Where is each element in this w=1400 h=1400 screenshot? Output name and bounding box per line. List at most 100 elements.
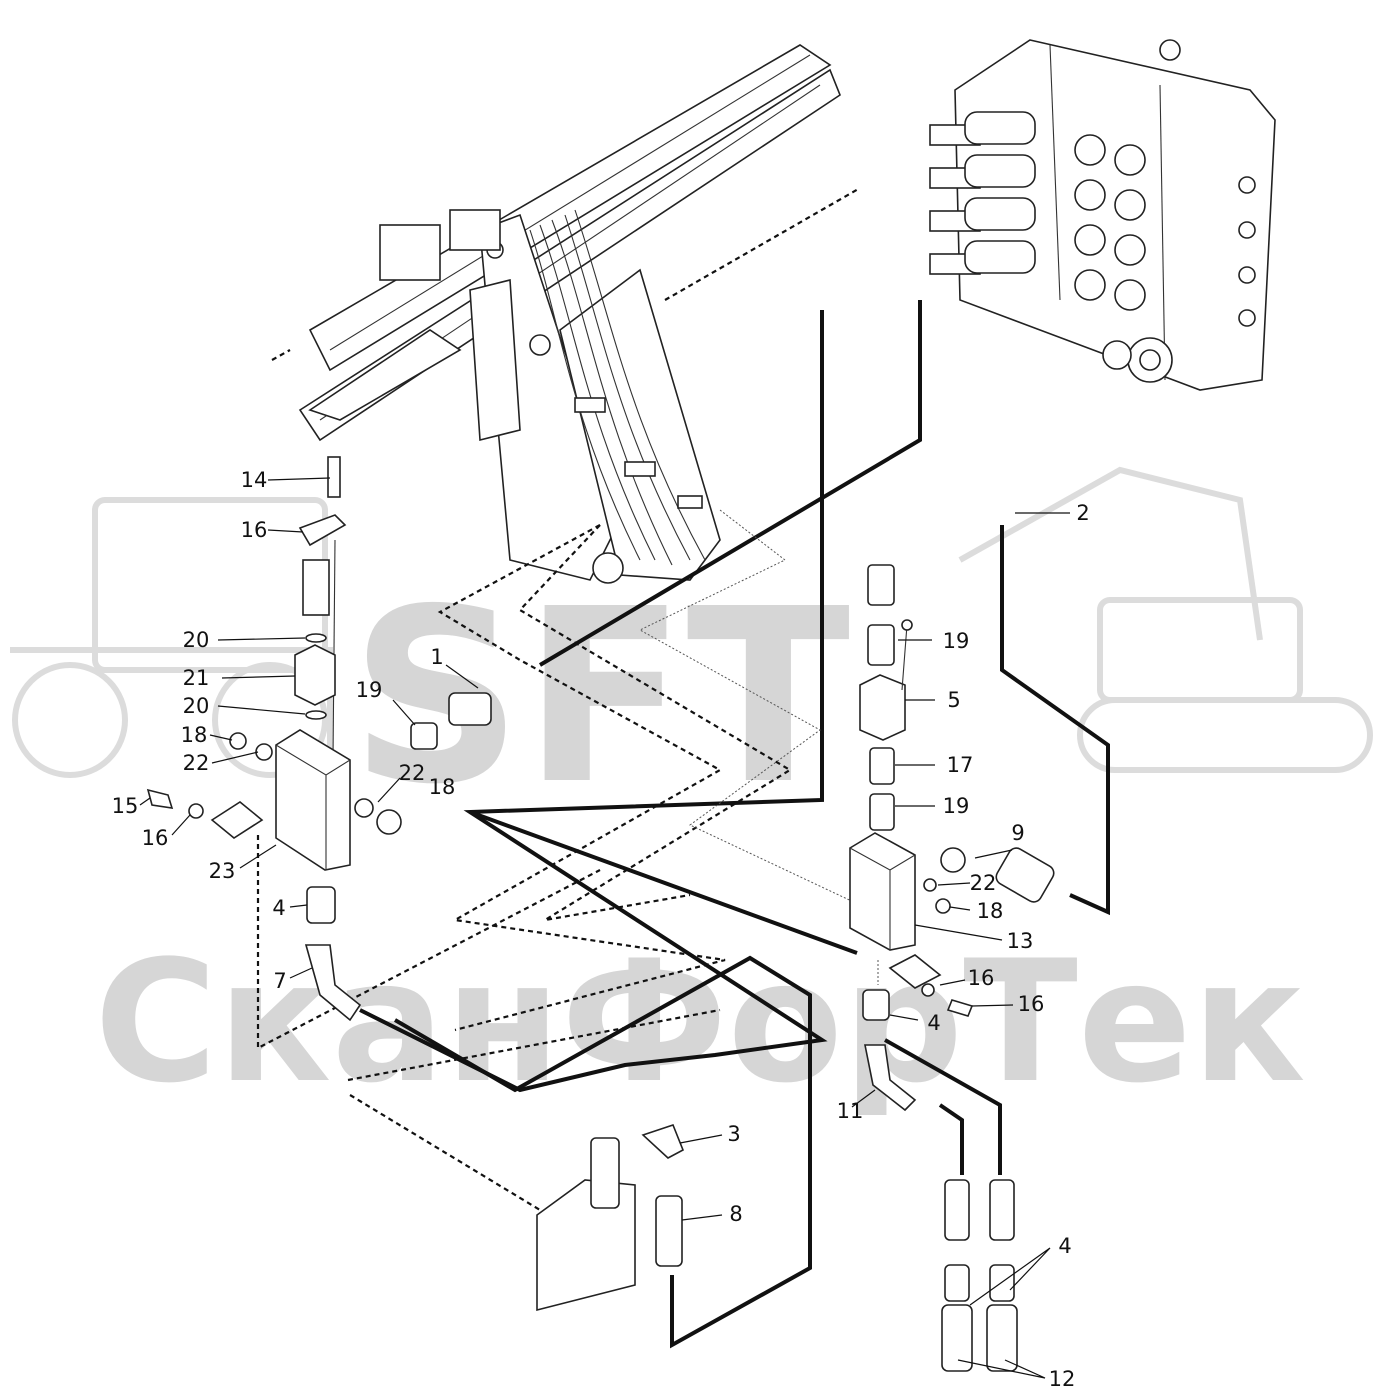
- hose-1: [538, 300, 922, 667]
- washer-22-right-stack: [923, 878, 937, 892]
- callout-18-right: 18: [977, 899, 1004, 923]
- hose-1-pressure-line: [359, 310, 828, 1093]
- callout-18-center: 18: [429, 775, 456, 799]
- hose-2: [1000, 525, 1110, 916]
- callout-22-left: 22: [183, 751, 210, 775]
- callout-4-left: 4: [272, 896, 285, 920]
- callout-8: 8: [729, 1202, 742, 1226]
- hose-11-return: [884, 1038, 1002, 1175]
- callout-13: 13: [1007, 929, 1034, 953]
- hose-11: [938, 1103, 964, 1175]
- callout-16-left: 16: [142, 826, 169, 850]
- left-valve-stack: [146, 456, 492, 1022]
- callout-9: 9: [1011, 821, 1024, 845]
- callout-4-lower: 4: [1058, 1234, 1071, 1258]
- fitting-20-upper: [302, 559, 330, 616]
- adapter-19-top: [867, 624, 895, 666]
- adapter-19-left: [410, 722, 438, 750]
- watermark-excavator-icon: [958, 466, 1373, 773]
- oring-20-lower: [305, 710, 327, 720]
- adapter-9: [940, 847, 966, 873]
- screw-15-left: [146, 788, 174, 809]
- callout-12: 12: [1049, 1367, 1076, 1391]
- adapter-17: [869, 747, 895, 785]
- watermark-tractor-icon: [10, 497, 333, 778]
- washer-22-left: [255, 743, 273, 761]
- hose-9-link: [469, 810, 858, 955]
- adapter-19-middle: [869, 793, 895, 831]
- callout-15-left: 15: [112, 794, 139, 818]
- adapter-4-lower-left: [944, 1264, 970, 1302]
- valve-solenoid-row-2: [929, 154, 1146, 221]
- oring-20-upper: [305, 633, 327, 643]
- bracket-right: [888, 954, 942, 989]
- callout-21: 21: [183, 666, 210, 690]
- callout-20-lower: 20: [183, 694, 210, 718]
- screw-15-right: [946, 999, 974, 1017]
- block-21: [294, 644, 336, 706]
- right-valve-stack: [849, 564, 1055, 1372]
- callout-19-left: 19: [356, 678, 383, 702]
- watermark-company-name: СканФорТек: [94, 924, 1306, 1120]
- plug-18-right: [376, 809, 402, 835]
- callout-20-upper: 20: [183, 628, 210, 652]
- bolt-10: [327, 456, 341, 498]
- adapter-4-right: [862, 989, 890, 1021]
- elbow-11: [864, 1044, 917, 1112]
- adapter-4-lower-right: [989, 1264, 1015, 1302]
- block-5: [859, 674, 906, 741]
- callout-5: 5: [947, 688, 960, 712]
- washer-16-right: [921, 983, 935, 997]
- hose-end-1: [448, 692, 492, 726]
- callout-11: 11: [837, 1099, 864, 1123]
- assembly-guide-lines: [256, 509, 879, 1211]
- callout-3: 3: [727, 1122, 740, 1146]
- valve-solenoid-row-3: [929, 197, 1146, 266]
- elbow-3: [641, 1124, 685, 1159]
- washer-16-left: [188, 803, 204, 819]
- hose-end-lower-right: [989, 1179, 1015, 1241]
- accumulator-block: [536, 1179, 636, 1312]
- callout-17: 17: [947, 753, 974, 777]
- callout-19-middle: 19: [943, 794, 970, 818]
- callout-14: 16: [241, 518, 268, 542]
- callout-10: 14: [241, 468, 268, 492]
- plug-18-left: [229, 732, 247, 750]
- lower-center-block: [536, 1124, 685, 1312]
- block-fitting: [590, 1137, 620, 1209]
- valve-block-13: [849, 832, 916, 951]
- callout-4-right: 4: [927, 1011, 940, 1035]
- hose-end-9: [995, 847, 1055, 903]
- valve-solenoid-row-1: [929, 111, 1146, 176]
- callout-19-top: 19: [943, 629, 970, 653]
- callout-2: 2: [1076, 501, 1089, 525]
- washer-22-right: [354, 798, 374, 818]
- valve-solenoid-row-4: [929, 240, 1146, 311]
- callout-1: 1: [430, 645, 443, 669]
- callout-22-right: 22: [970, 871, 997, 895]
- bracket-left: [210, 801, 264, 839]
- callout-23: 23: [209, 859, 236, 883]
- hose-7: [393, 955, 812, 1349]
- callout-18-left: 18: [181, 723, 208, 747]
- callout-15-right: 16: [1018, 992, 1045, 1016]
- callout-16-right: 16: [968, 966, 995, 990]
- valve-block-23: [275, 729, 351, 871]
- watermark-logo: SFT: [350, 557, 851, 837]
- callout-22-center: 22: [399, 761, 426, 785]
- hose-routing: [359, 300, 1110, 1349]
- hose-end-top: [867, 564, 895, 606]
- cap-12-left: [941, 1304, 973, 1372]
- plug-18-right-stack: [935, 898, 951, 914]
- control-valve-bank: [929, 39, 1276, 391]
- callout-labels: 14 16 20 21 20 18 22 15 16 23 4 7 1 19 2…: [112, 468, 1090, 1391]
- cap-12-right: [986, 1304, 1018, 1372]
- boom-assembly: [271, 44, 861, 584]
- clamp-14: [298, 514, 347, 547]
- adapter-4-left: [306, 886, 336, 924]
- callout-7: 7: [273, 969, 286, 993]
- hose-end-lower-left: [944, 1179, 970, 1241]
- hose-end-8: [655, 1195, 683, 1267]
